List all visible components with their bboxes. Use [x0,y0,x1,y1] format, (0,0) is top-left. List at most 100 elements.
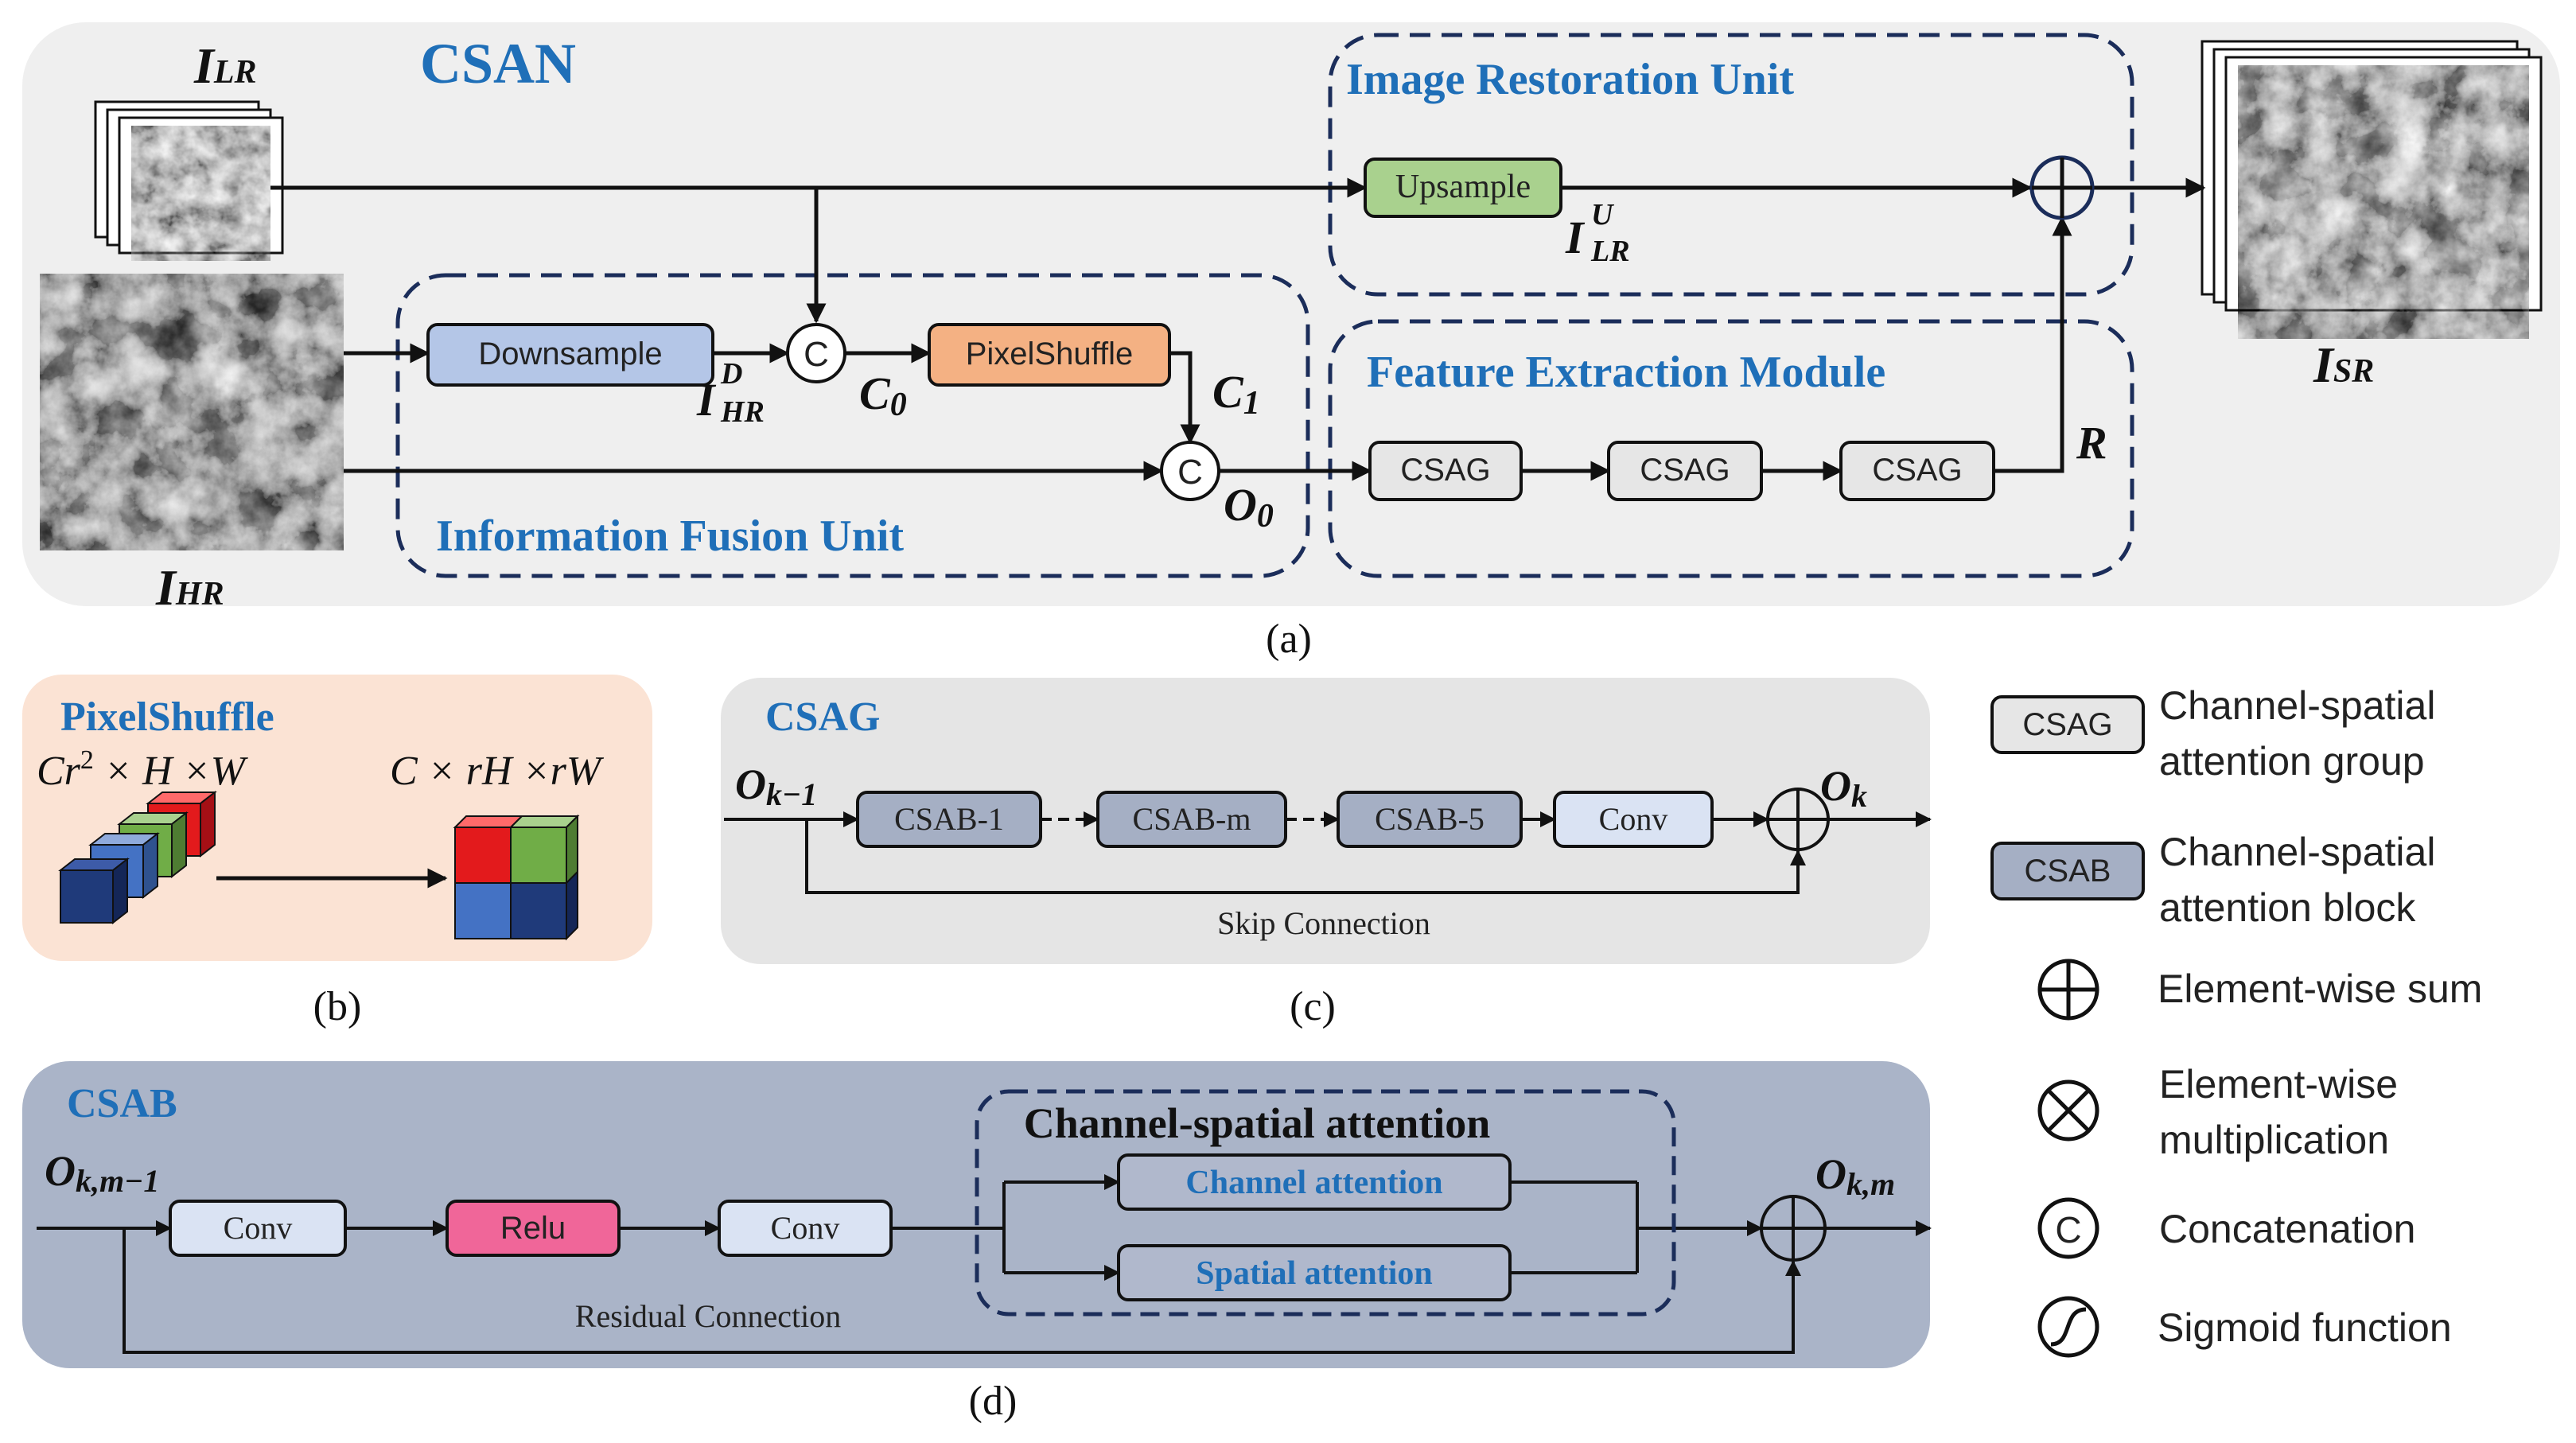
svg-text:attention group: attention group [2159,739,2425,784]
legend-sigmoid: Sigmoid function [2037,1296,2452,1358]
label-i-sr: ISR [2313,336,2374,393]
svg-text:Sigmoid function: Sigmoid function [2158,1305,2452,1350]
panel-c-title: CSAG [765,694,880,740]
label-i-lr: ILR [193,37,257,94]
residual-connection-label: Residual Connection [575,1298,841,1334]
svg-text:CSAG: CSAG [2022,707,2112,742]
panel-a: CSAN ILR IHR ISR Image Restoration Unit … [22,22,2560,662]
input-cube-stack [58,790,217,925]
lr-image-stack [94,100,284,263]
svg-text:CSAB: CSAB [2025,854,2111,889]
label-i-hr: IHR [155,559,224,616]
csab-m-block: CSAB-m [1096,791,1287,848]
panel-c-sum-node [1766,788,1830,851]
svg-text:Upsample: Upsample [1395,169,1531,205]
svg-text:CSAB-m: CSAB-m [1133,801,1251,837]
channel-spatial-attention-title: Channel-spatial attention [1024,1099,1491,1147]
svg-text:CSAB-5: CSAB-5 [1375,801,1485,837]
label-o0: O0 [1224,479,1274,535]
legend-csab: CSAB Channel-spatial attention block [1990,830,2435,930]
feature-extraction-module-title: Feature Extraction Module [1367,348,1885,397]
relu-block: Relu [446,1200,621,1257]
svg-text:CSAB-1: CSAB-1 [894,801,1004,837]
svg-text:CSAG: CSAG [1400,453,1490,488]
image-restoration-unit-box [1328,33,2134,297]
csab-conv-block-1: Conv [169,1200,347,1257]
svg-text:C: C [2055,1209,2081,1250]
panel-c-output-label: Ok [1820,762,1867,814]
skip-connection-label: Skip Connection [1217,905,1430,941]
svg-text:Channel-spatial: Channel-spatial [2159,683,2435,728]
csab-5-block: CSAB-5 [1337,791,1523,848]
panel-d-output-label: Ok,m [1815,1150,1895,1202]
label-c1: C1 [1212,366,1260,422]
conv-block: Conv [1553,791,1714,848]
label-i-lr-u-sup: U [1591,198,1615,231]
image-restoration-unit-title: Image Restoration Unit [1346,55,1794,104]
panel-d-caption: (d) [969,1379,1018,1424]
svg-text:CSAG: CSAG [1640,453,1730,488]
svg-text:Element-wise sum: Element-wise sum [2158,967,2482,1011]
legend-sum: Element-wise sum [2037,959,2482,1021]
panel-c: CSAG Ok−1 Ok CSAB-1 CSAB-m CSAB-5 Conv [721,678,1932,1029]
downsample-block: Downsample [426,323,714,387]
csag-block-3: CSAG [1839,441,1995,501]
panel-b-title: PixelShuffle [60,694,274,740]
channel-attention-block: Channel attention [1117,1153,1512,1211]
svg-text:multiplication: multiplication [2159,1118,2389,1162]
panel-a-caption: (a) [1266,616,1312,662]
label-i-lr-u: I [1565,212,1586,263]
csab-1-block: CSAB-1 [856,791,1042,848]
svg-text:Conv: Conv [771,1210,840,1246]
svg-text:PixelShuffle: PixelShuffle [966,336,1134,371]
spatial-attention-block: Spatial attention [1117,1244,1512,1301]
svg-text:C: C [1177,453,1203,492]
svg-text:C: C [804,335,829,374]
svg-text:Channel-spatial: Channel-spatial [2159,830,2435,874]
panel-a-background [22,22,2560,606]
svg-text:CSAG: CSAG [1872,453,1962,488]
legend: CSAG Channel-spatial attention group CSA… [1990,683,2482,1358]
svg-text:Relu: Relu [500,1211,566,1246]
panel-a-title: CSAN [420,32,576,95]
hr-image [38,272,345,552]
csag-block-2: CSAG [1607,441,1763,501]
legend-multiplication: Element-wise multiplication [2037,1062,2398,1162]
label-i-hr-d: I [696,374,717,426]
panel-b-caption: (b) [313,984,362,1029]
panel-c-input-label: Ok−1 [735,760,817,812]
pixelshuffle-output-shape: C × rH ×rW [390,749,605,794]
panel-d-title: CSAB [67,1081,177,1126]
information-fusion-unit-title: Information Fusion Unit [436,511,904,561]
label-i-lr-u-sub: LR [1590,235,1630,268]
svg-text:Conv: Conv [224,1210,293,1246]
output-cube-grid [453,814,580,941]
label-c0: C0 [859,368,907,423]
pixelshuffle-block: PixelShuffle [928,323,1171,387]
panel-d-sum-node [1760,1195,1827,1262]
panel-b: PixelShuffle Cr2 × H ×W C × rH ×rW (b) [22,675,652,1029]
svg-text:Concatenation: Concatenation [2159,1207,2415,1251]
concat-node-o0: C [1160,441,1220,501]
panel-d: CSAB Ok,m−1 Ok,m Conv Relu Conv Channel-… [22,1061,1932,1424]
svg-text:Channel attention: Channel attention [1185,1165,1442,1201]
sum-node-output [2029,155,2095,220]
svg-text:Conv: Conv [1599,801,1668,837]
svg-text:Spatial attention: Spatial attention [1196,1255,1433,1292]
concat-node-c0: C [786,323,846,383]
svg-text:attention block: attention block [2159,885,2416,930]
sr-image-stack [2200,40,2543,340]
csab-conv-block-2: Conv [718,1200,893,1257]
concat-icon [2037,1197,2099,1259]
label-r: R [2076,417,2107,469]
channel-spatial-attention-box [975,1089,1676,1317]
panel-c-caption: (c) [1290,984,1336,1029]
panel-d-input-label: Ok,m−1 [45,1147,159,1199]
label-i-hr-d-sup: D [720,357,742,391]
upsample-block: Upsample [1364,158,1562,218]
csag-block-1: CSAG [1368,441,1523,501]
legend-csag: CSAG Channel-spatial attention group [1990,683,2435,784]
svg-text:Downsample: Downsample [478,336,662,371]
feature-extraction-module-box [1328,319,2134,578]
